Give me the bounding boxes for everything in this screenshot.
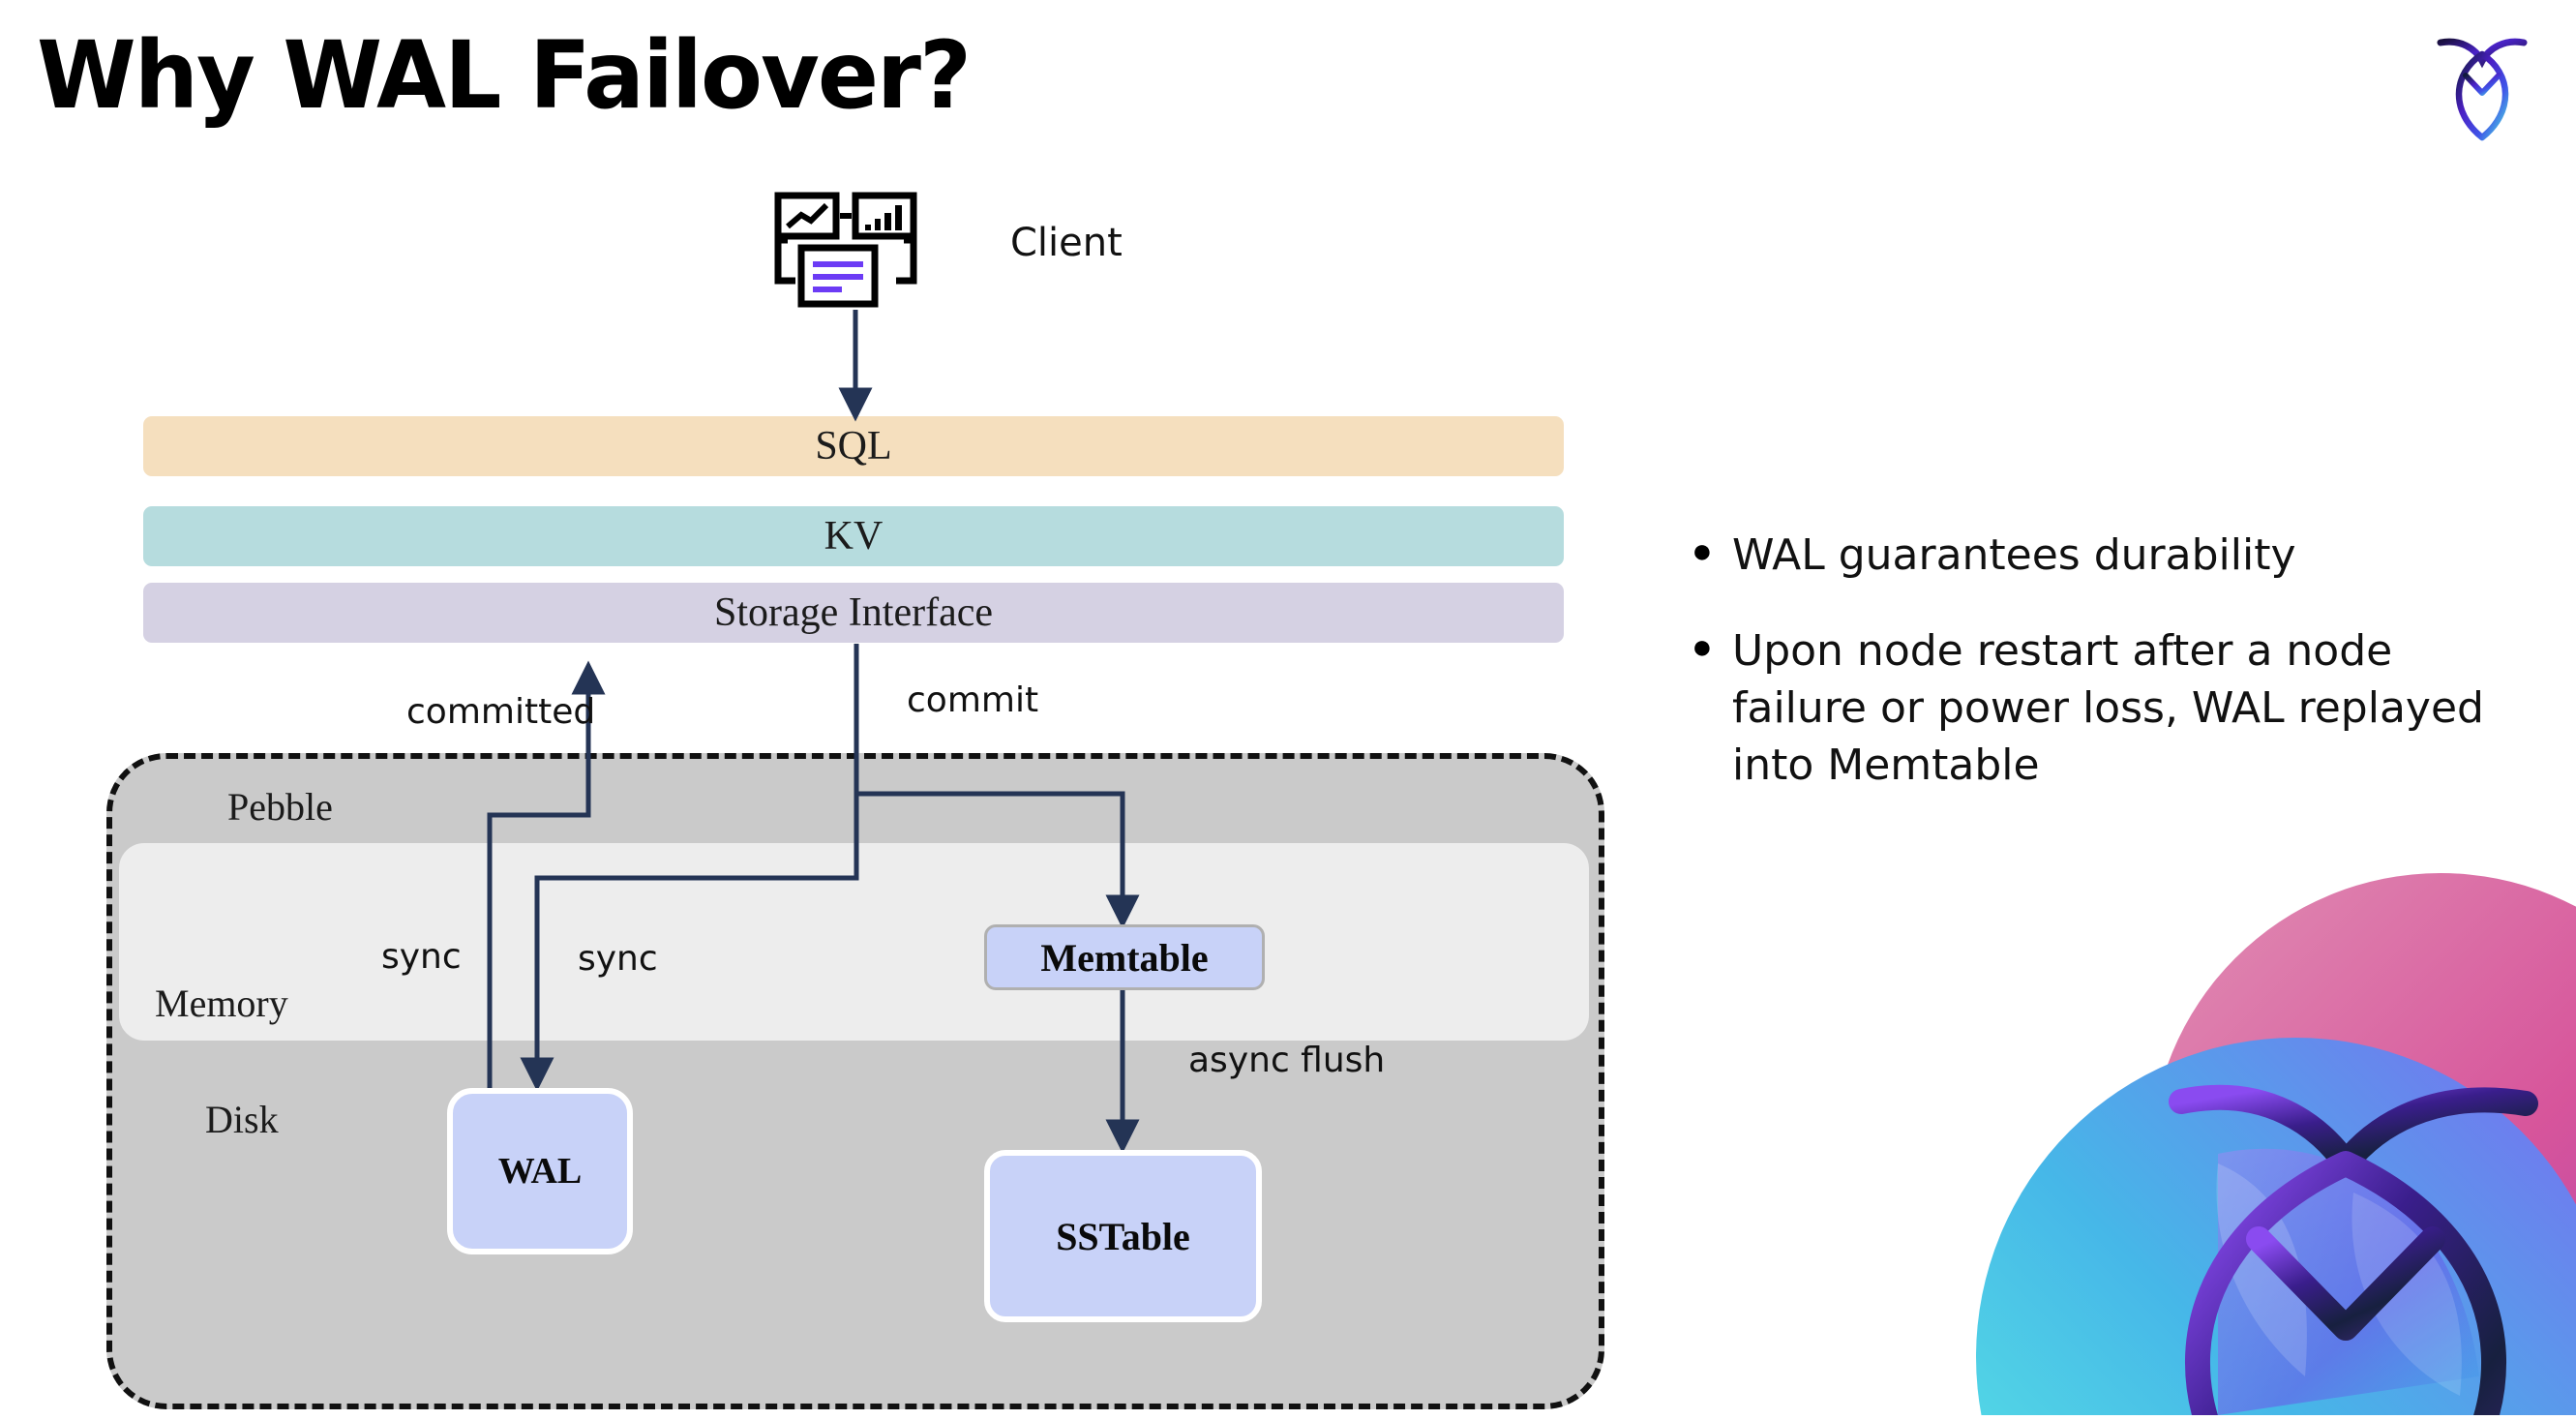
edge-label-committed: committed: [406, 692, 596, 732]
client-label: Client: [1010, 221, 1123, 265]
cockroachdb-logo: [2431, 29, 2533, 141]
decorative-corner-graphic: [1899, 873, 2576, 1415]
layer-bar-sql: SQL: [143, 416, 1564, 476]
bullet-marker: ●: [1692, 530, 1713, 570]
memory-label: Memory: [155, 982, 288, 1025]
node-wal: WAL: [447, 1088, 633, 1254]
architecture-diagram: Client SQL KV Storage Interface Pebble M…: [106, 192, 1604, 1409]
edge-label-sync-up: sync: [381, 937, 462, 977]
bullet-text: WAL guarantees durability: [1732, 530, 2296, 580]
edge-label-sync-down: sync: [578, 939, 658, 979]
layer-bar-storage: Storage Interface: [143, 583, 1564, 643]
list-item: ● Upon node restart after a node failure…: [1692, 623, 2524, 795]
pebble-label: Pebble: [227, 785, 333, 829]
node-sstable: SSTable: [984, 1150, 1262, 1322]
disk-label: Disk: [205, 1098, 279, 1141]
client-dashboard-icon: [774, 192, 929, 317]
layer-bar-kv: KV: [143, 506, 1564, 566]
memory-zone: [119, 843, 1589, 1041]
node-memtable: Memtable: [984, 924, 1265, 990]
edge-label-commit: commit: [907, 680, 1039, 720]
bullet-list: ● WAL guarantees durability ● Upon node …: [1692, 528, 2524, 833]
page-title: Why WAL Failover?: [37, 21, 972, 130]
bullet-marker: ●: [1692, 625, 1713, 666]
edge-label-async-flush: async flush: [1188, 1041, 1386, 1080]
bullet-text: Upon node restart after a node failure o…: [1732, 625, 2484, 790]
list-item: ● WAL guarantees durability: [1692, 528, 2524, 585]
